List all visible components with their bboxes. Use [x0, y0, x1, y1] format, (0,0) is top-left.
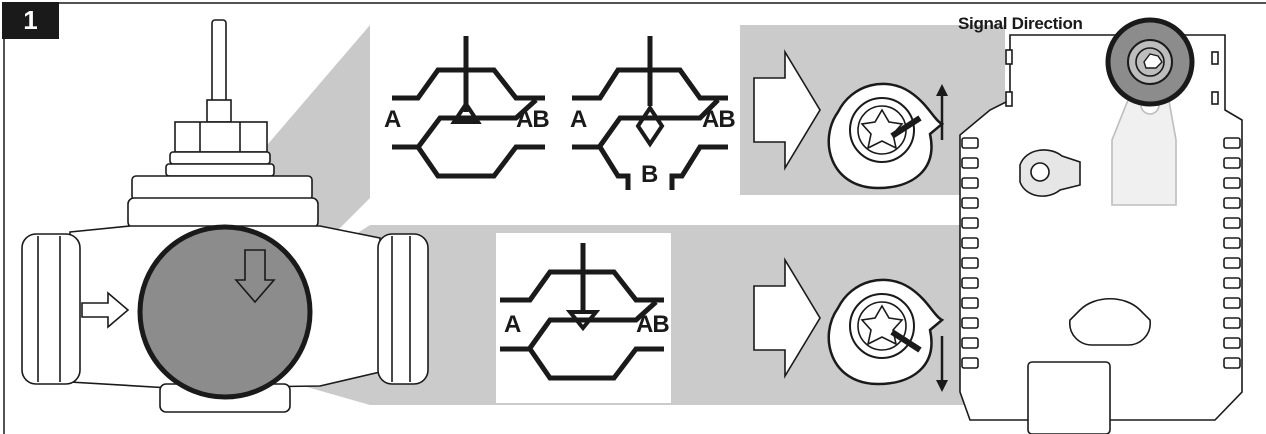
mixing-valve-symbol	[392, 36, 545, 179]
signal-direction-label: Signal Direction	[958, 14, 1083, 33]
port-label-b-diverting: B	[641, 161, 658, 188]
rotary-dial-down-icon	[827, 278, 948, 392]
rotary-dial-up-icon	[827, 82, 948, 190]
flow-arrow-icon	[234, 249, 276, 304]
port-label-a-two-way: A	[504, 311, 521, 338]
two-way-valve-symbol	[500, 243, 664, 381]
right-arrow-icon	[753, 49, 821, 171]
actuator-illustration	[959, 34, 1243, 434]
port-label-a-diverting: A	[570, 106, 587, 133]
port-label-a-mixing: A	[384, 106, 401, 133]
port-label-ab-diverting: AB	[702, 106, 736, 133]
right-arrow-icon	[753, 257, 821, 379]
magnifier-lens	[137, 224, 313, 400]
port-label-ab-mixing: AB	[516, 106, 550, 133]
diverting-valve-symbol	[572, 36, 728, 190]
figure-number-badge: 1	[2, 2, 59, 39]
port-label-ab-two-way: AB	[636, 311, 670, 338]
